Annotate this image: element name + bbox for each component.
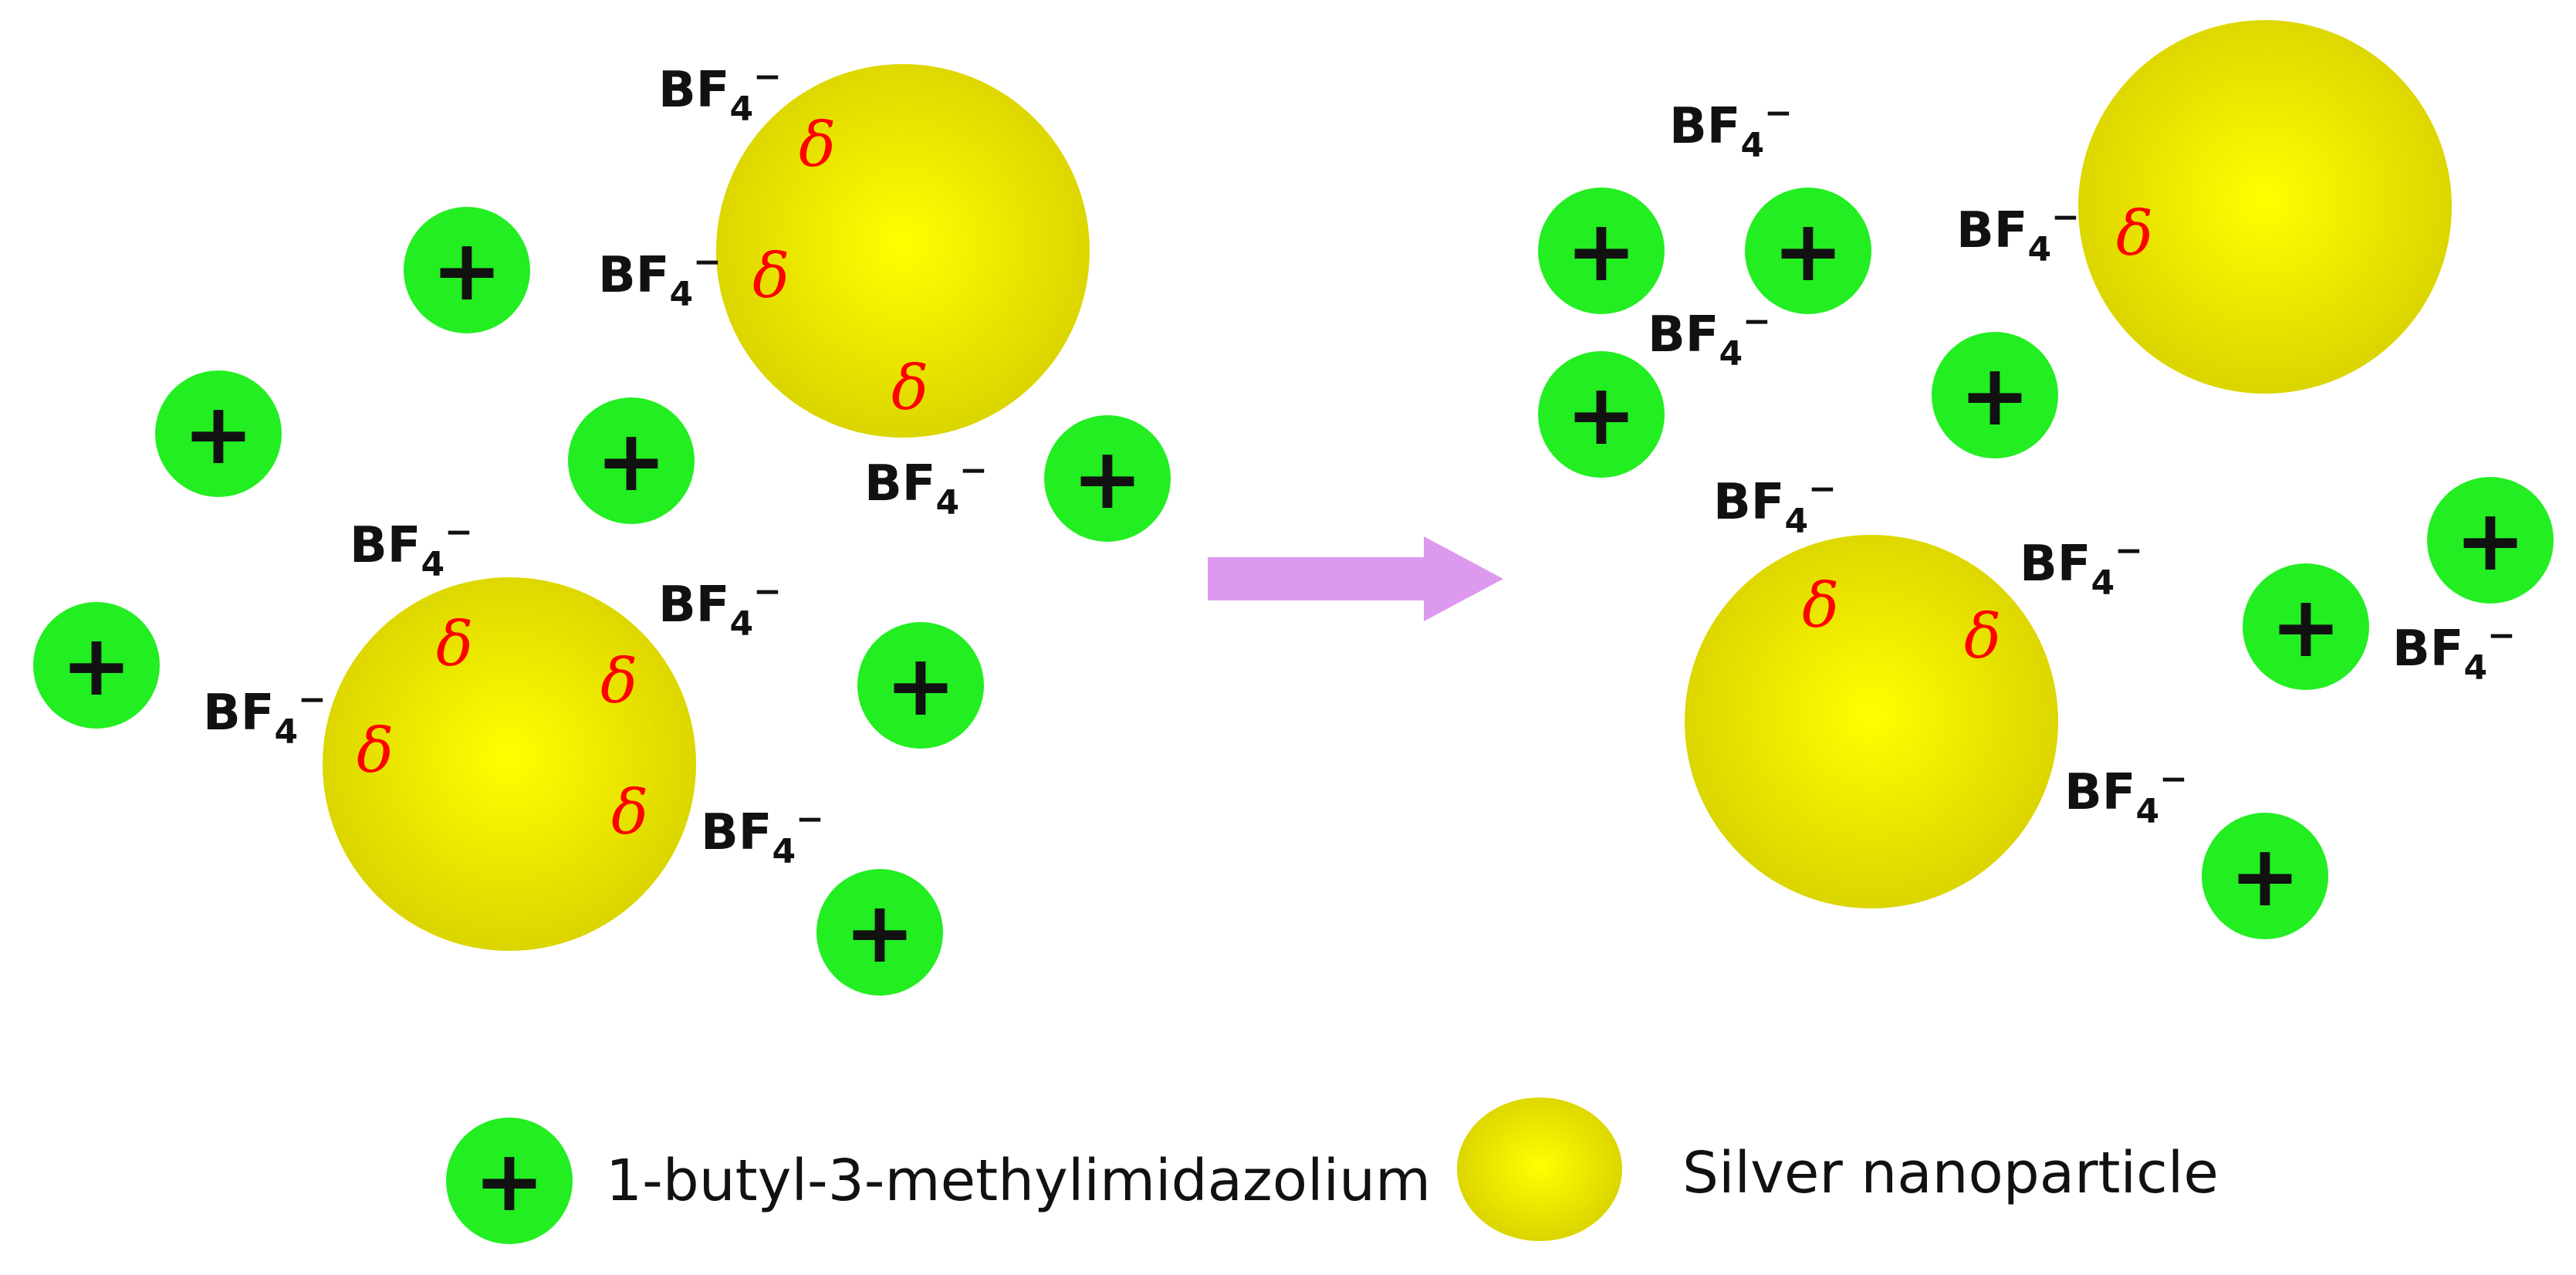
- arrow-right-icon: [1208, 536, 1503, 621]
- svg-text:+: +: [1773, 201, 1844, 300]
- anion-label: BF4−: [1669, 93, 1793, 165]
- partial-charge: δ: [436, 608, 473, 680]
- svg-text:+: +: [1959, 346, 2030, 445]
- cation: +: [1538, 351, 1665, 478]
- cation: +: [1044, 415, 1171, 542]
- anion-label: BF4−: [598, 242, 722, 314]
- cation: +: [155, 370, 282, 497]
- anion-label: BF4−: [1648, 302, 1771, 374]
- svg-text:+: +: [2455, 491, 2526, 590]
- svg-text:+: +: [1566, 365, 1637, 464]
- anion-label: BF4−: [658, 572, 782, 644]
- svg-text:+: +: [2270, 577, 2341, 676]
- svg-text:+: +: [596, 411, 667, 510]
- anion-label: BF4−: [2064, 759, 2188, 831]
- cation: +: [2427, 477, 2554, 604]
- partial-charge: δ: [2116, 198, 2153, 269]
- nanoparticle-right-bottom: [1685, 535, 2058, 908]
- legend-cation-swatch: +: [446, 1118, 573, 1244]
- cation: +: [1932, 332, 2058, 458]
- cation: +: [857, 622, 984, 749]
- svg-text:+: +: [1072, 429, 1143, 528]
- partial-charge: δ: [611, 776, 648, 848]
- anion-label: BF4−: [658, 57, 782, 129]
- nanoparticle-left-top: [716, 64, 1090, 438]
- anion-label: BF4−: [2020, 531, 2143, 603]
- cation: +: [404, 207, 530, 333]
- cation: +: [568, 397, 695, 524]
- cation: +: [2243, 563, 2369, 690]
- partial-charge: δ: [1802, 570, 1839, 641]
- svg-text:+: +: [2229, 827, 2300, 925]
- anion-label: BF4−: [2392, 616, 2516, 688]
- anion-label: BF4−: [350, 512, 473, 584]
- svg-text:+: +: [61, 616, 132, 715]
- anion-label: BF4−: [1956, 198, 2080, 269]
- partial-charge: δ: [600, 645, 637, 717]
- cation: +: [816, 869, 943, 996]
- cation: +: [1538, 188, 1665, 314]
- legend-nanoparticle-label: Silver nanoparticle: [1682, 1140, 2219, 1206]
- anion-label: BF4−: [864, 451, 988, 523]
- svg-text:+: +: [1566, 201, 1637, 300]
- legend-cation-label: 1-butyl-3-methylimidazolium: [606, 1148, 1431, 1214]
- cation: +: [33, 602, 160, 729]
- cation: +: [1745, 188, 1871, 314]
- svg-text:+: +: [183, 384, 254, 483]
- anion-label: BF4−: [701, 800, 824, 871]
- legend: + 1-butyl-3-methylimidazolium Silver nan…: [446, 1097, 2219, 1244]
- partial-charge: δ: [1964, 600, 2001, 672]
- svg-text:+: +: [474, 1131, 545, 1230]
- partial-charge: δ: [752, 240, 789, 312]
- svg-text:+: +: [431, 221, 502, 320]
- anion-label: BF4−: [203, 680, 326, 752]
- svg-text:+: +: [885, 636, 956, 735]
- partial-charge: δ: [799, 109, 836, 181]
- legend-nanoparticle-swatch: [1457, 1097, 1622, 1241]
- anion-label: BF4−: [1713, 469, 1837, 541]
- partial-charge: δ: [891, 352, 928, 424]
- nanoparticle-right-top: [2078, 20, 2452, 394]
- svg-text:+: +: [844, 883, 915, 982]
- cation: +: [2202, 813, 2328, 939]
- partial-charge: δ: [357, 715, 394, 786]
- nanoparticle-left-bottom: [323, 577, 696, 951]
